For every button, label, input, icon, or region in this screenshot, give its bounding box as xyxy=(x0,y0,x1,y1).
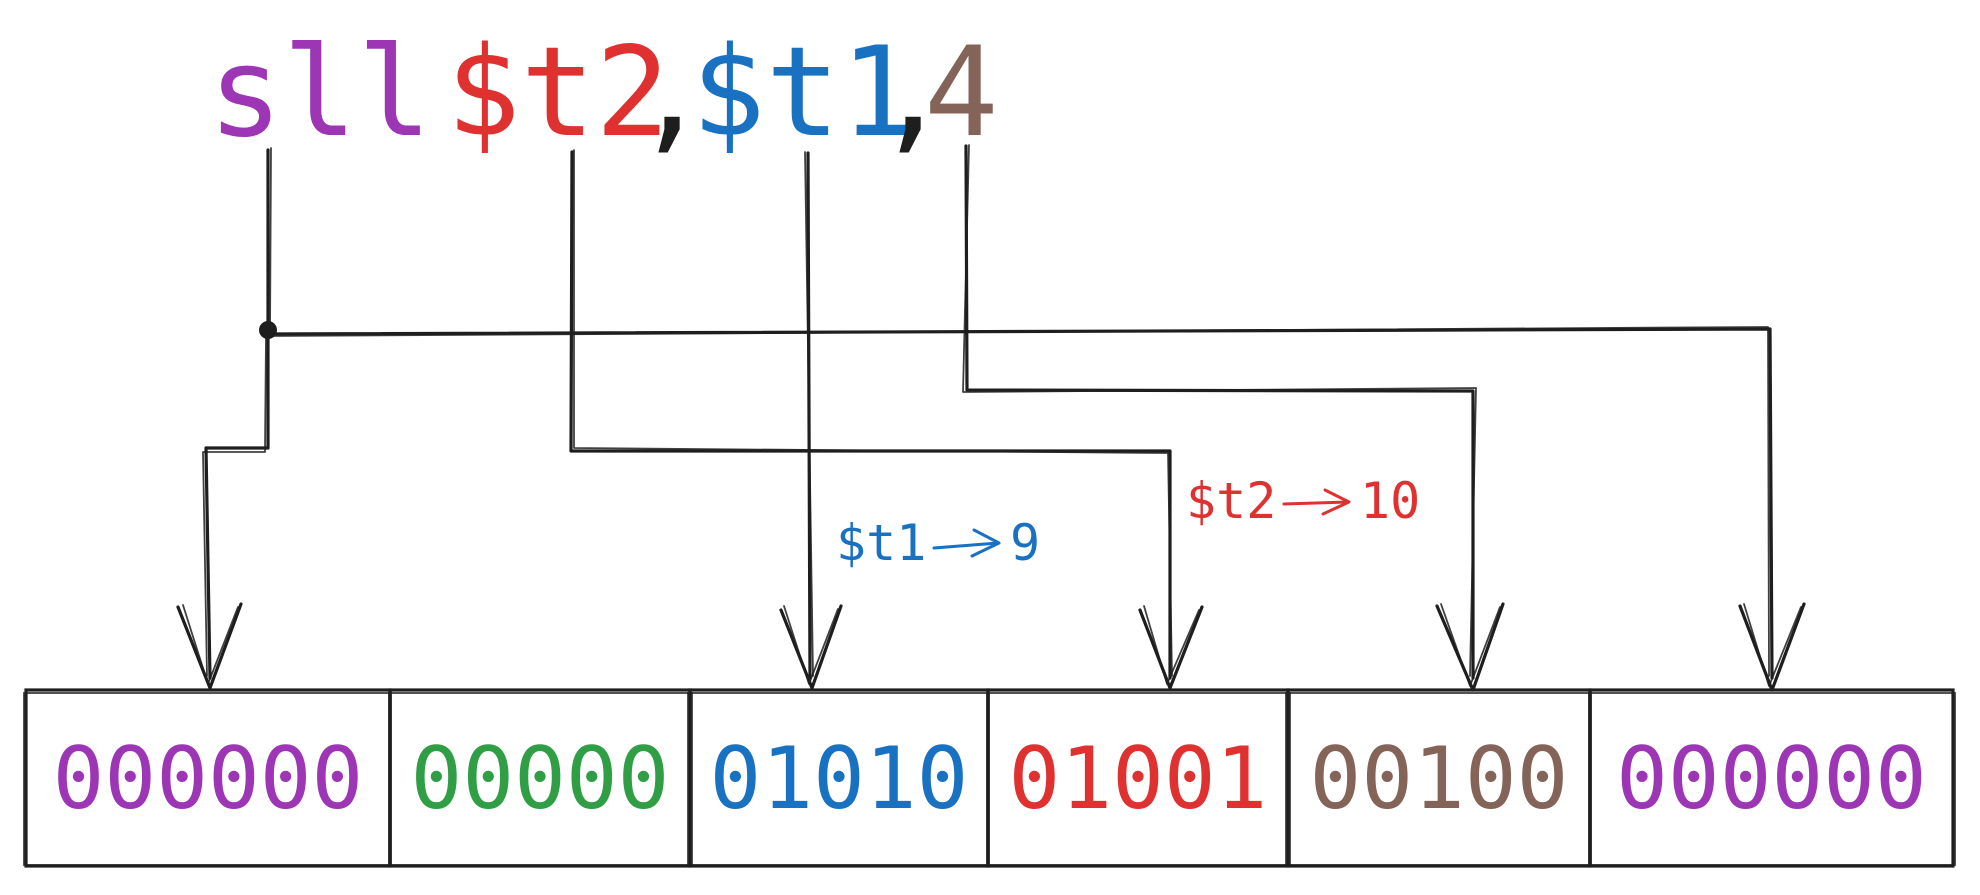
field-border-sketch xyxy=(388,692,693,866)
annotation-t2-register: $t2 xyxy=(1186,472,1276,530)
connector-wires-sketch xyxy=(182,144,1802,687)
wire-mnemonic-to-opcode xyxy=(204,332,270,680)
field-bits: 000000 xyxy=(1616,729,1927,829)
field-bits: 01001 xyxy=(1009,729,1268,829)
right-arrow-icon xyxy=(932,541,1000,550)
field-box: 000000 xyxy=(1588,688,1956,868)
wire-mnemonic-to-funct xyxy=(266,148,1774,680)
field-box: 01001 xyxy=(986,688,1291,868)
annotation-t1-value: 9 xyxy=(1010,514,1040,572)
annotation-t1: $t1 9 xyxy=(836,514,1040,572)
field-box: 01010 xyxy=(687,688,990,868)
field-bits: 01010 xyxy=(710,729,969,829)
connector-wires xyxy=(176,144,1806,692)
right-arrow-icon xyxy=(1321,488,1351,516)
wire-rd-to-field xyxy=(569,150,1172,680)
right-arrow-icon xyxy=(970,528,1001,558)
annotation-t2: $t2 10 xyxy=(1186,472,1420,530)
field-border-sketch xyxy=(1588,692,1956,866)
field-bits: 00100 xyxy=(1310,729,1569,829)
field-box: 00100 xyxy=(1285,688,1592,868)
field-border-sketch xyxy=(986,692,1291,866)
field-bits: 00000 xyxy=(411,729,670,829)
right-arrow-icon xyxy=(1282,500,1350,506)
wire-shamt-to-field xyxy=(964,144,1475,680)
field-border xyxy=(1588,688,1955,868)
arrowhead-icon xyxy=(1138,605,1204,690)
field-bits: 000000 xyxy=(53,729,364,829)
arrowhead-icon xyxy=(176,602,243,690)
assembly-instruction: sll $t2 , $t1 , 4 xyxy=(208,21,999,165)
register-annotations: $t1 9 $t2 10 xyxy=(836,472,1420,572)
instr-separator: , xyxy=(634,21,709,165)
annotation-t1-register: $t1 xyxy=(836,514,926,572)
instr-shamt: 4 xyxy=(924,21,999,165)
field-box: 000000 xyxy=(23,688,392,868)
annotation-t2-value: 10 xyxy=(1360,472,1420,530)
instr-rt: $t1 xyxy=(691,21,915,165)
instr-rd: $t2 xyxy=(446,21,670,165)
instr-separator: , xyxy=(875,21,950,165)
junction-dot-icon xyxy=(259,321,277,339)
field-box: 00000 xyxy=(388,688,693,868)
arrowhead-icon xyxy=(779,604,843,690)
instr-mnemonic: sll xyxy=(208,21,432,165)
